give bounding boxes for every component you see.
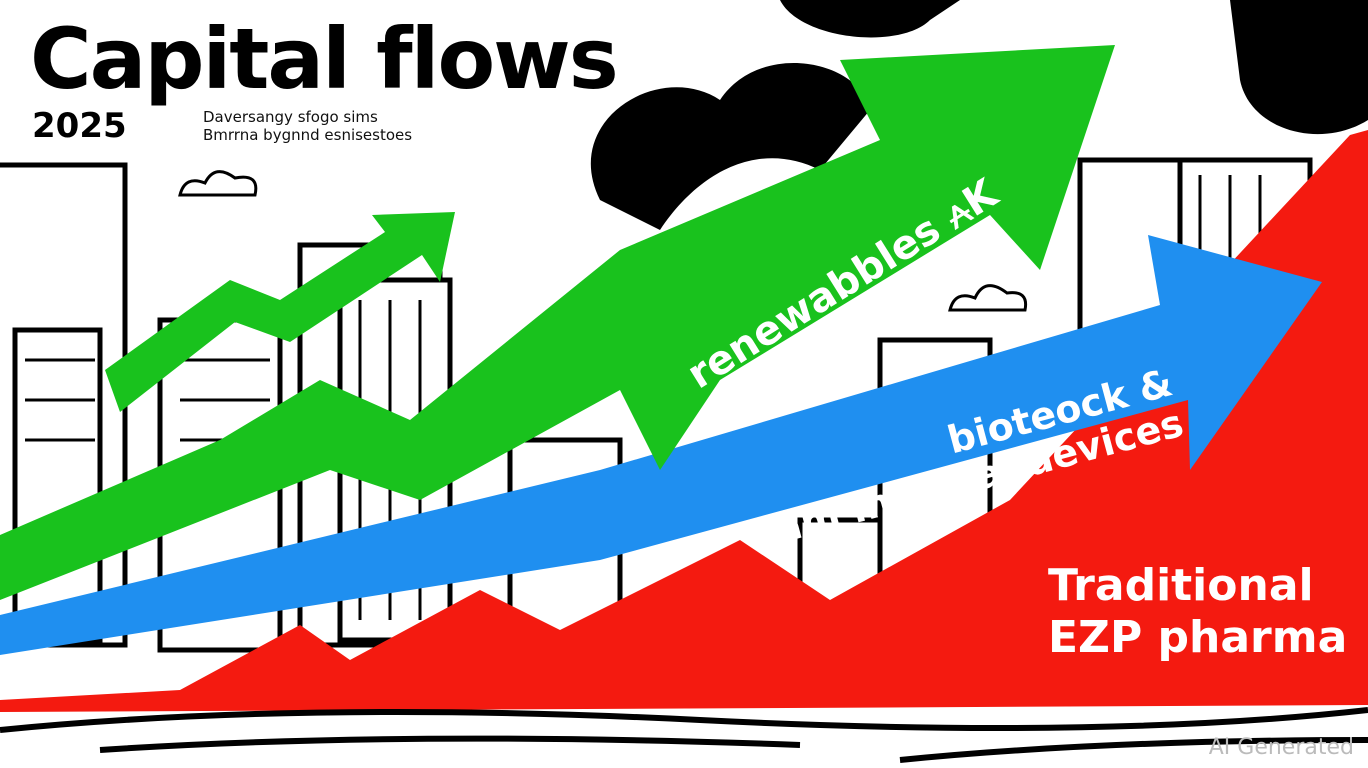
storm-cloud-right xyxy=(1230,0,1368,135)
page-title: Capital flows xyxy=(30,10,619,108)
ground-water xyxy=(0,707,1368,763)
subtitle-line: Daversangy sfogo sims xyxy=(203,108,378,126)
subtitle-line: Bmrrna bygnnd esnisestoes xyxy=(203,126,413,144)
green-small-arrow xyxy=(105,212,455,412)
year-label: 2025 xyxy=(32,106,127,146)
green-big-arrow xyxy=(0,45,1115,600)
label-line: EZP pharma xyxy=(1048,612,1348,663)
cloud-small xyxy=(178,170,258,197)
blue-arrow xyxy=(0,235,1322,655)
subtitle: Daversangy sfogo sims Bmrrna bygnnd esni… xyxy=(203,108,412,144)
red-area-label: Traditional EZP pharma xyxy=(1048,560,1347,664)
storm-cloud xyxy=(590,62,870,231)
storm-cloud-top xyxy=(780,0,960,38)
watermark: AI Generated xyxy=(1208,735,1354,760)
red-mountain-area xyxy=(0,130,1368,712)
label-line: Traditional xyxy=(1048,560,1314,611)
cloud-right xyxy=(948,284,1028,312)
